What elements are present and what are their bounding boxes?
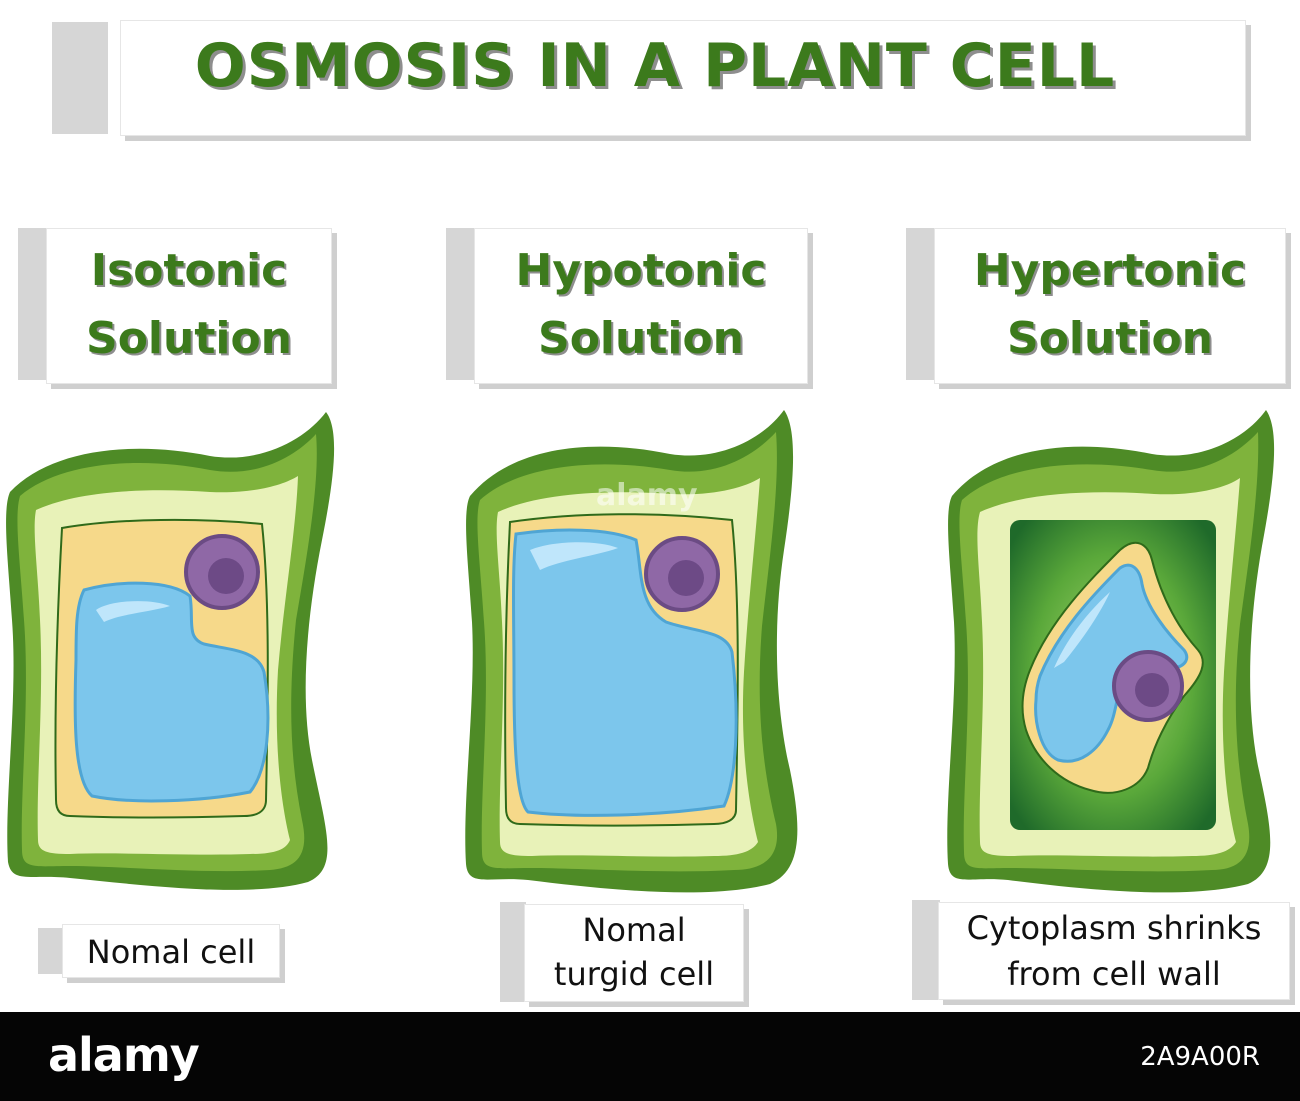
nucleolus [668,560,704,596]
heading-hypotonic-line1: Hypotonic [474,238,808,304]
heading-isotonic-line2: Solution [46,306,332,372]
stock-footer-bar: alamy 2A9A00R [0,1012,1300,1101]
caption-isotonic-line1: Nomal cell [62,932,280,972]
brand-logo: alamy [48,1028,199,1082]
nucleolus [1135,673,1169,707]
cell-hypotonic [458,400,803,900]
watermark-text: alamy [596,478,698,513]
heading-accent-bar-hypertonic [906,228,934,380]
heading-hypertonic-line1: Hypertonic [934,238,1286,304]
caption-hypertonic-line2: from cell wall [938,954,1290,994]
heading-isotonic-line1: Isotonic [46,238,332,304]
cell-isotonic [0,400,345,900]
page-title: OSMOSIS IN A PLANT CELL [120,36,1190,96]
heading-hypotonic-line2: Solution [474,306,808,372]
heading-accent-bar-isotonic [18,228,46,380]
heading-accent-bar-hypotonic [446,228,474,380]
caption-hypertonic-line1: Cytoplasm shrinks [938,908,1290,948]
caption-hypotonic-line2: turgid cell [524,954,744,994]
cell-hypertonic [940,400,1285,900]
nucleolus [208,558,244,594]
caption-hypotonic-line1: Nomal [524,910,744,950]
image-reference-id: 2A9A00R [1140,1042,1260,1072]
caption-accent-bar-hypertonic [912,900,940,1000]
heading-hypertonic-line2: Solution [934,306,1286,372]
title-accent-bar [52,22,108,134]
caption-accent-bar-hypotonic [500,902,526,1002]
